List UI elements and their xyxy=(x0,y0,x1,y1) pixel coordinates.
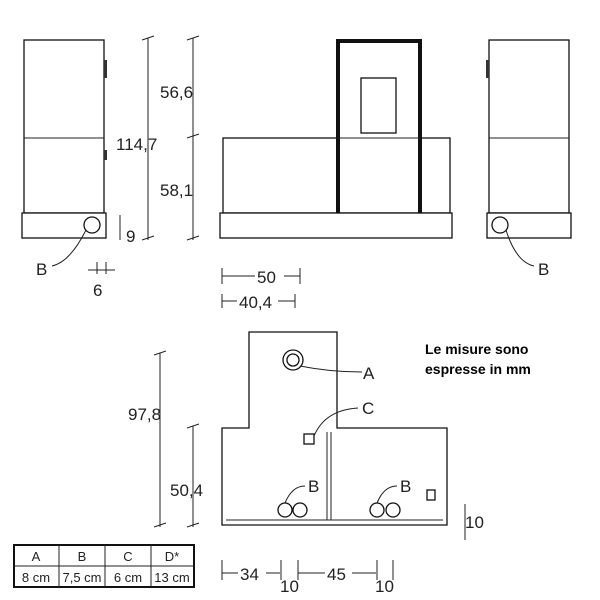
note-line-2: espresse in mm xyxy=(425,361,531,377)
dim-foot-offset: 6 xyxy=(93,281,102,300)
dim-depth-lower: 50,4 xyxy=(170,481,203,500)
label-b-right: B xyxy=(538,260,549,279)
dim-34: 34 xyxy=(240,565,259,584)
dim-total-height: 114,7 xyxy=(116,135,157,154)
plan-view xyxy=(153,331,466,580)
label-a: A xyxy=(363,364,375,383)
dim-foot-height: 9 xyxy=(126,227,135,246)
dim-right-offset: 10 xyxy=(465,513,484,532)
table-value-d: 13 cm xyxy=(154,570,189,585)
dim-width-total: 50 xyxy=(257,268,276,287)
left-side-view xyxy=(21,35,155,274)
dim-depth-total: 97,8 xyxy=(128,405,161,424)
table-value-c: 6 cm xyxy=(114,570,142,585)
dim-10-b: 10 xyxy=(375,577,394,596)
label-b-plan-1: B xyxy=(308,477,319,496)
table-header-d: D* xyxy=(165,549,179,564)
table-header-c: C xyxy=(123,549,132,564)
note-line-1: Le misure sono xyxy=(425,341,528,357)
outlet-b-circle xyxy=(83,216,101,234)
dim-lower-height: 58,1 xyxy=(160,181,193,200)
dim-upper-height: 56,6 xyxy=(160,83,193,102)
right-side-view xyxy=(486,39,572,267)
label-b-left: B xyxy=(36,260,47,279)
outlet-size-table xyxy=(13,544,195,588)
table-value-b: 7,5 cm xyxy=(62,570,101,585)
label-b-plan-2: B xyxy=(400,477,411,496)
label-c: C xyxy=(362,399,374,418)
table-value-a: 8 cm xyxy=(22,570,50,585)
table-header-b: B xyxy=(78,549,87,564)
front-view xyxy=(186,35,453,308)
dim-10-a: 10 xyxy=(280,577,299,596)
dim-width-inner: 40,4 xyxy=(239,293,272,312)
table-header-a: A xyxy=(32,549,41,564)
dim-45: 45 xyxy=(327,565,346,584)
